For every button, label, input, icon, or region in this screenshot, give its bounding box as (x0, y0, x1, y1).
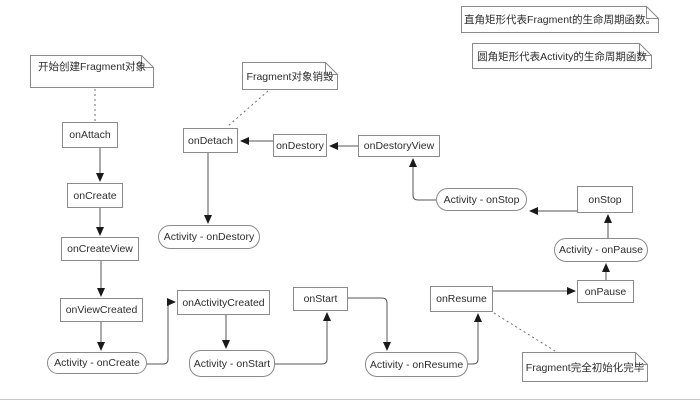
node-activity-onresume: Activity - onResume (365, 352, 468, 377)
node-ondetach: onDetach (183, 128, 238, 153)
note-round-legend-text: 圆角矩形代表Activity的生命周期函数 (477, 50, 647, 63)
note-start-create-fragment: 开始创建Fragment对象 (30, 55, 154, 88)
node-activity-onstop: Activity - onStop (436, 188, 527, 211)
arrow-activity-onresume-to-onresume (468, 313, 482, 365)
node-label: onStart (303, 293, 338, 305)
note-rect-legend: 直角矩形代表Fragment的生命周期函数。 (461, 6, 659, 33)
node-onattach: onAttach (62, 122, 118, 148)
node-onresume: onResume (430, 286, 493, 312)
arrow-onstart-to-activity-onresume (348, 297, 391, 351)
node-label: onPause (584, 285, 627, 298)
node-oncreateview: onCreateView (61, 237, 139, 261)
note-shape (30, 55, 154, 88)
node-label: onStop (588, 193, 622, 206)
node-label: Activity - onPause (558, 244, 644, 256)
note-shape (461, 6, 659, 33)
node-onactivitycreated: onActivityCreated (177, 290, 270, 315)
note-fragment-destroy-text: Fragment对象销毁 (246, 70, 334, 83)
node-oncreate: onCreate (67, 183, 123, 208)
dotted-link-destroynote-to-ondetach (227, 90, 269, 127)
node-activity-onpause: Activity - onPause (554, 238, 648, 262)
node-onstop: onStop (577, 186, 633, 213)
arrow-activity-onstop-to-ondestoryview (409, 158, 436, 201)
note-fragment-destroy: Fragment对象销毁 (242, 62, 338, 90)
node-ondestoryview: onDestoryView (358, 135, 440, 157)
node-label: onDestory (276, 139, 324, 152)
node-label: Activity - onStop (443, 193, 520, 206)
node-activity-onstart: Activity - onStart (189, 350, 275, 377)
node-activity-oncreate: Activity - onCreate (47, 352, 147, 374)
node-label: Activity - onCreate (54, 357, 140, 369)
node-label: Activity - onDestory (163, 231, 255, 243)
node-ondestory: onDestory (273, 134, 327, 157)
node-onstart: onStart (293, 287, 348, 311)
note-init-complete-text: Fragment完全初始化完毕 (525, 361, 645, 374)
node-label: onAttach (69, 129, 111, 141)
node-label: onViewCreated (65, 304, 138, 316)
node-onviewcreated: onViewCreated (60, 298, 143, 322)
node-onpause: onPause (577, 280, 634, 303)
node-label: onCreateView (67, 243, 133, 255)
note-shape (472, 43, 652, 69)
note-shape (242, 62, 338, 90)
note-shape (522, 352, 648, 382)
note-init-complete: Fragment完全初始化完毕 (522, 352, 648, 382)
note-rect-legend-text: 直角矩形代表Fragment的生命周期函数。 (464, 14, 656, 26)
node-label: onCreate (73, 189, 117, 202)
node-label: Activity - onResume (369, 358, 464, 371)
dotted-link-onresume-to-initnote (493, 312, 556, 352)
arrow-activity-onstart-to-onstart (275, 312, 331, 365)
node-activity-ondestory: Activity - onDestory (158, 225, 260, 249)
node-label: onActivityCreated (182, 296, 265, 309)
node-label: onResume (436, 293, 487, 305)
node-label: Activity - onStart (193, 357, 271, 370)
node-label: onDetach (188, 134, 233, 147)
node-label: onDestoryView (363, 140, 435, 152)
arrow-activity-oncreate-to-onactivitycreated (147, 298, 176, 365)
note-start-create-text: 开始创建Fragment对象 (38, 61, 146, 73)
note-round-legend: 圆角矩形代表Activity的生命周期函数 (472, 43, 652, 69)
